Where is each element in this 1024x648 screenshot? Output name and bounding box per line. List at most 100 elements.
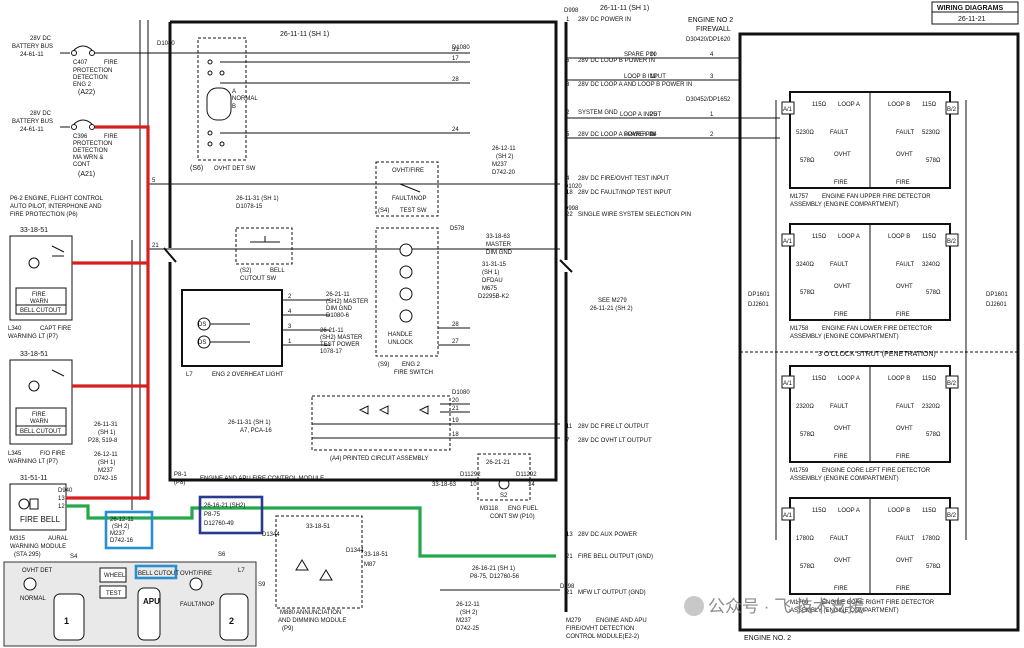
module-right-refs: 26-12-11 (SH 2) M237 D742-20 33-18-63 MA… xyxy=(478,146,516,300)
annun-label2: AND DIMMING MODULE xyxy=(278,618,346,624)
panel-l7: L7 xyxy=(238,568,245,574)
sp-pin2: 25 xyxy=(650,112,657,118)
capt-label: CAPT FIRE xyxy=(40,326,71,332)
bell-desc2: WARNING MODULE xyxy=(10,544,66,550)
d4-fire-b: FIRE xyxy=(896,586,910,592)
fo-ref: 33-18-51 xyxy=(20,351,48,358)
ob-pin4: 21 xyxy=(566,590,573,596)
d1-r1b: 115Ω xyxy=(922,102,937,108)
sp-label0: SPARE PIN xyxy=(624,52,656,58)
d2-r3: 578Ω xyxy=(800,290,815,296)
cutout-id: (S2) xyxy=(240,268,251,274)
m279-text: ENGINE AND APU xyxy=(596,618,647,624)
a4-pin19: 19 xyxy=(452,418,459,424)
left-ref-block: 26-11-31 (SH 1) P28, 519-8 26-12-11 (SH … xyxy=(88,422,118,482)
bus2-volts: 28V DC xyxy=(30,111,52,117)
dp-right-b: DJ2601 xyxy=(986,302,1007,308)
capt-fire-warning-light: 33-18-51 FIRE WARN BELL CUTOUT L340 CAPT… xyxy=(8,227,73,340)
annun-id: M880 xyxy=(280,610,296,616)
strut-label: 3 O'CLOCK STRUT (PENETRATION) xyxy=(818,351,936,358)
ovht-pos-b: B xyxy=(232,104,236,110)
d4-r1: 115Ω xyxy=(812,508,827,514)
annun-loc: (P9) xyxy=(282,626,293,632)
a4-pin21: 21 xyxy=(452,406,459,412)
d4-fault-b: FAULT xyxy=(896,536,915,542)
outputs-top: 1 28V DC POWER IN 6 28V DC LOOP B POWER … xyxy=(566,17,692,218)
low-b3: M237 xyxy=(456,618,472,624)
fuel-id: M3118 xyxy=(480,506,499,512)
d3-b2: B/2 xyxy=(947,381,957,387)
p8-module: P8-1 (P8) ENGINE AND APU FIRE CONTROL MO… xyxy=(163,20,558,486)
panel-s6: S6 xyxy=(218,552,226,558)
see-m279-a: SEE M279 xyxy=(598,298,627,304)
ovht-det-switch: 26-11-11 (SH 1) D1080 A NORMAL B (S6) OV… xyxy=(148,31,560,250)
fuel-pin14: 14 xyxy=(528,482,535,488)
ovht-pos-normal: NORMAL xyxy=(232,96,258,102)
fuel-s2: S2 xyxy=(500,493,508,499)
ot-label2: 28V DC LOOP A AND LOOP B POWER IN xyxy=(578,82,692,88)
bell-pin12: 12 xyxy=(58,504,65,510)
ob-pin3: 21 xyxy=(566,554,573,560)
bus1-breaker: C407 xyxy=(73,60,88,66)
bus1-volts: 28V DC xyxy=(30,36,52,42)
rr-b2: MASTER xyxy=(486,242,512,248)
d1-fire-b: FIRE xyxy=(896,180,910,186)
ot-label3: SYSTEM GND xyxy=(578,110,618,116)
capt-cutout: BELL CUTOUT xyxy=(20,308,61,314)
fuel-p1: D11292 xyxy=(460,472,481,478)
eng2-overheat-light: DS DS 2 4 3 1 L7 ENG 2 OVERHEAT LIGHT 26… xyxy=(181,289,369,378)
s4-label2: FAULT/INOP xyxy=(392,196,427,202)
ovht-contacts xyxy=(207,59,225,147)
annun-label: ANNUNCIATION xyxy=(296,610,341,616)
ob-pin2: 13 xyxy=(566,532,573,538)
d3-desc: ENGINE CORE LEFT FIRE DETECTOR xyxy=(822,468,931,474)
rr-a4: D742-20 xyxy=(492,170,516,176)
svg-text:DS: DS xyxy=(198,340,206,346)
bus2-desc2: DETECTION xyxy=(73,148,108,154)
pin-28: 28 xyxy=(452,77,459,83)
rr-c: 31-31-15 xyxy=(482,262,507,268)
rr-c5: D2295B-K2 xyxy=(478,294,510,300)
d1-r2b: 5230Ω xyxy=(922,130,940,136)
p6-block: P6-2 ENGINE, FLIGHT CONTROL AUTO PILOT, … xyxy=(10,196,104,218)
ovht-label: OVHT DET SW xyxy=(214,166,256,172)
s9-plug: D578 xyxy=(450,226,465,232)
ovht-id: (S6) xyxy=(190,165,203,172)
lamp-icon xyxy=(28,257,40,269)
fuel-pin10: 10 xyxy=(470,482,477,488)
lamp-icon xyxy=(399,265,413,279)
lr-a2: (SH 1) xyxy=(98,430,115,436)
s9-label2: FIRE SWITCH xyxy=(394,370,433,376)
ob-label0: 28V DC FIRE LT OUTPUT xyxy=(578,424,649,430)
pin-24: 24 xyxy=(452,127,459,133)
fuel-lamp-icon xyxy=(498,478,510,490)
lamp-icon xyxy=(399,287,413,301)
d2-b2: B/2 xyxy=(947,239,957,245)
l7-r1: 26-21-11 xyxy=(326,292,350,298)
ob-label2: 28V DC AUX POWER xyxy=(578,532,638,538)
low-a2: P8-75, D12760-56 xyxy=(470,574,520,580)
lr-a3: P28, 519-8 xyxy=(88,438,118,444)
red-wire xyxy=(66,125,150,500)
d3-desc2: ASSEMBLY (ENGINE COMPARTMENT) xyxy=(790,476,899,482)
d1-a1: A/1 xyxy=(783,107,793,113)
bell-id: M315 xyxy=(10,536,26,542)
panel-num2: 2 xyxy=(229,616,234,626)
ot-pin5: 4 xyxy=(566,176,570,182)
title-ref: 26-11-21 xyxy=(958,16,986,23)
bus2-desc1: PROTECTION xyxy=(73,141,112,147)
ob-pin1: 7 xyxy=(566,438,570,444)
spare-pins: SPARE PIN 10 4 LOOP B INPUT 12 3 LOOP A … xyxy=(566,52,780,139)
sp-pin1: 12 xyxy=(650,74,657,80)
d4-fault: FAULT xyxy=(830,536,849,542)
ot-pin2: 8 xyxy=(566,82,570,88)
m279-id: M279 xyxy=(566,618,582,624)
dp-left-b: DJ2601 xyxy=(748,302,769,308)
bell-cutout-button[interactable] xyxy=(134,564,178,580)
d2-id: M1758 xyxy=(790,326,809,332)
module-text: ENGINE AND APU FIRE CONTROL MODULE xyxy=(200,476,324,482)
d998b: D998 xyxy=(564,206,579,212)
bell-desc: AURAL xyxy=(48,536,69,542)
cutout-label: BELL xyxy=(270,268,285,274)
l7-r2: 26-21-11 xyxy=(320,328,344,334)
